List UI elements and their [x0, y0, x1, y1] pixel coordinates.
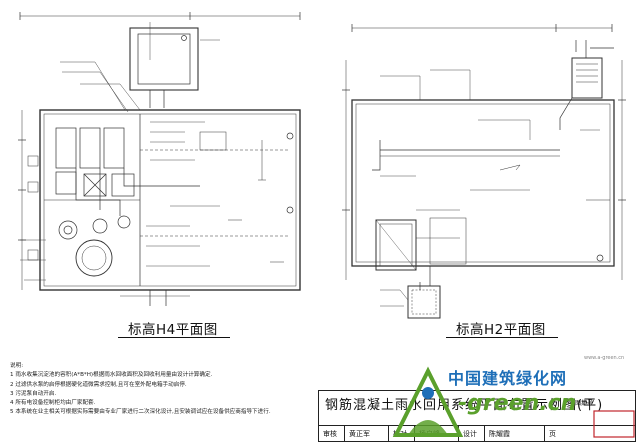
drawing-code-label: 图集号: [575, 400, 594, 407]
title-block-divider: [319, 425, 635, 426]
checker-name: 杨自峰: [415, 426, 459, 442]
note-item: 2 过滤供水泵的启停根据硬化道微需求控制,且可在室外配电箱手动启停.: [10, 381, 187, 388]
note-item: 4 所有电设备控制柜均由厂家配套.: [10, 400, 96, 407]
designer-label: 设计: [459, 426, 485, 442]
reviewer-name: 黄正军: [345, 426, 389, 442]
plan-title-h4: 标高H4平面图: [128, 322, 218, 338]
plan-title-h2-underline: [446, 337, 558, 338]
note-item: 5 本系统在业主相关可根据实际需要由专业厂家进行二次深化设计,且安装调试应在设备…: [10, 409, 271, 416]
designer-name: 陈耀霞: [485, 426, 545, 442]
title-block: 钢筋混凝土雨水回用系统平面布置示例图(平) 图集号 审核 黄正军 校对 杨自峰 …: [318, 390, 636, 442]
note-item: 1 雨水收集沉淀池的容积(A*B*H)根据雨水回收面积及回收利用量由设计计算确定…: [10, 372, 213, 379]
reviewer-label: 审核: [319, 426, 345, 442]
title-block-signature-row: 审核 黄正军 校对 杨自峰 设计 陈耀霞 页: [319, 426, 635, 442]
notes-block: 说明: 1 雨水收集沉淀池的容积(A*B*H)根据雨水回收面积及回收利用量由设计…: [10, 362, 390, 418]
checker-label: 校对: [389, 426, 415, 442]
notes-heading: 说明:: [10, 363, 24, 369]
plan-title-h4-underline: [118, 337, 230, 338]
plan-h2: [342, 24, 626, 319]
note-item: 3 污泥泵自动开启.: [10, 390, 57, 397]
drawing-title: 钢筋混凝土雨水回用系统平面布置示例图(平): [325, 398, 604, 413]
plan-title-h2: 标高H2平面图: [456, 322, 546, 338]
page-label: 页: [549, 430, 556, 438]
plan-h4: [18, 12, 301, 306]
